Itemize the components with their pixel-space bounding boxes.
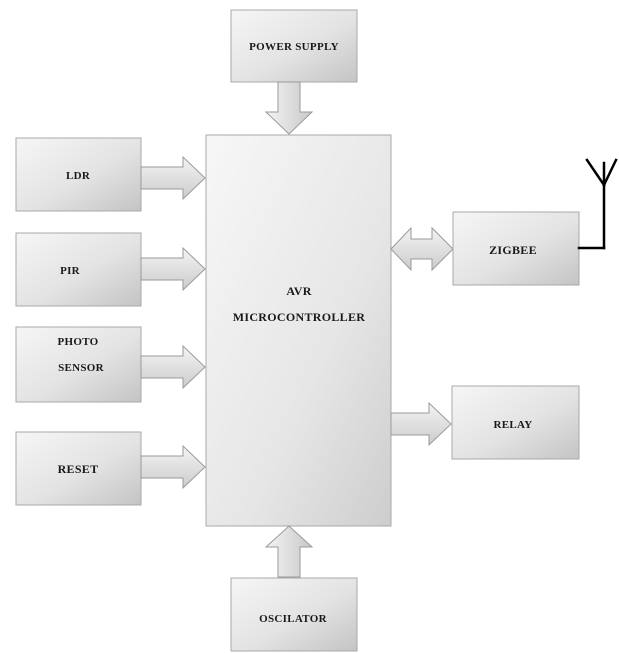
- zigbee-label: ZIGBEE: [489, 243, 537, 257]
- arrow-mcu-to-relay: [390, 401, 452, 447]
- arrow-reset-to-mcu: [140, 444, 206, 490]
- arrow-pir-to-mcu: [140, 246, 206, 292]
- oscillator-label: OSCILATOR: [259, 613, 327, 625]
- arrow-ldr-to-mcu: [140, 155, 206, 201]
- relay-block: RELAY: [451, 385, 580, 460]
- mcu-block: AVR MICROCONTROLLER: [205, 134, 392, 527]
- reset-label: RESET: [58, 462, 99, 476]
- ldr-label: LDR: [66, 170, 91, 182]
- mcu-label-line2: MICROCONTROLLER: [233, 310, 366, 324]
- photo-sensor-block: PHOTO SENSOR: [15, 326, 142, 403]
- arrow-oscillator-to-mcu: [264, 525, 314, 578]
- arrow-mcu-zigbee-bidirectional: [390, 226, 454, 272]
- pir-block: PIR: [15, 232, 142, 307]
- oscillator-block: OSCILATOR: [230, 577, 358, 652]
- ldr-block: LDR: [15, 137, 142, 212]
- reset-block: RESET: [15, 431, 142, 506]
- power-supply-block: POWER SUPPLY: [230, 9, 358, 83]
- photo-sensor-label-line2: SENSOR: [58, 362, 105, 374]
- relay-label: RELAY: [494, 419, 533, 431]
- mcu-label-line1: AVR: [286, 284, 311, 298]
- arrow-photo-sensor-to-mcu: [140, 344, 206, 390]
- photo-sensor-label-line1: PHOTO: [57, 336, 98, 348]
- power-supply-label: POWER SUPPLY: [249, 41, 339, 53]
- pir-label: PIR: [60, 265, 81, 277]
- antenna-icon: [577, 158, 618, 250]
- arrow-power-to-mcu: [264, 81, 314, 135]
- zigbee-block: ZIGBEE: [452, 211, 580, 286]
